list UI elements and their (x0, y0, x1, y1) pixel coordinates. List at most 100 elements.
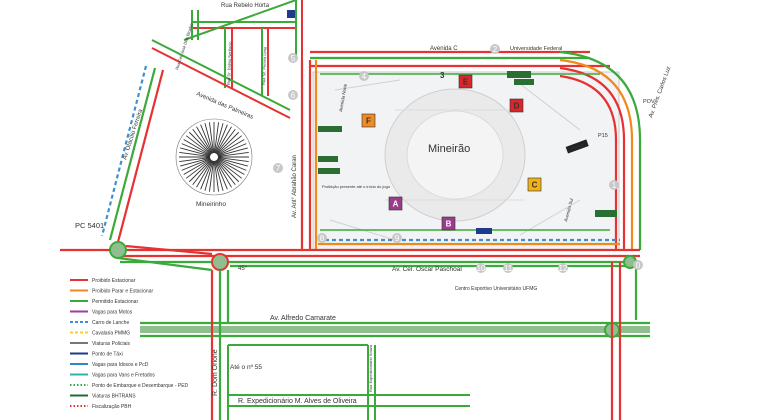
marker-0: 0 (633, 260, 643, 270)
r-dom-orione (210, 270, 230, 420)
av-pres-carlos-luz (559, 50, 642, 250)
legend-item: Vagas para Idosos e PcD (70, 362, 149, 368)
marker-4: 4 (359, 71, 369, 81)
label-av-antonio-abrahao-caram: Av. Ant° Abrahão Caran (292, 155, 298, 218)
mineirao-ring-lines (385, 109, 525, 201)
label-avenida-sul: Avenida Sul (563, 198, 574, 222)
marker-10: 10 (476, 263, 486, 273)
label-ate-55: Até o nº 55 (230, 364, 262, 371)
north-side-streets (151, 0, 303, 119)
legend-label: Fiscalização PBH (92, 404, 132, 410)
legend-label: Viaturas BHTRANS (92, 394, 136, 400)
svg-text:B: B (446, 220, 452, 229)
marker-7: 7 (273, 163, 283, 173)
right-lower-street (610, 262, 638, 420)
av-alfredo-camarate (140, 321, 650, 338)
zone-c: C (527, 177, 542, 192)
legend-item: Fiscalização PBH (70, 404, 132, 410)
label-av-pres-carlos-luz: Av. Pres. Carlos Luz (648, 66, 672, 119)
av-cel-oscar-paschoal (120, 238, 640, 268)
label-p15: P15 (598, 133, 608, 139)
legend-label: Ponto de Táxi (92, 352, 123, 358)
legend-item: Vagas para Motos (70, 310, 133, 316)
legend-item: Viaturas BHTRANS (70, 394, 136, 400)
svg-text:F: F (366, 117, 371, 126)
legend-item: Ponto de Táxi (70, 352, 123, 358)
service-icons (287, 10, 617, 234)
label-proibicao: Proibição presente até o início do jogo (322, 184, 391, 189)
svg-text:2: 2 (493, 45, 498, 54)
svg-text:4: 4 (362, 72, 367, 81)
legend-label: Carro de Lanche (92, 320, 129, 326)
label-small-street-d: Rua Expedicionário Souza (368, 344, 373, 392)
marker-8: 8 (317, 233, 327, 243)
legend-item: Viaturas Policiais (70, 341, 130, 347)
legend-label: Viaturas Policiais (92, 341, 130, 347)
svg-text:11: 11 (504, 264, 513, 273)
zone-e: E (458, 74, 473, 89)
left-approach-roads (60, 244, 213, 272)
zone-f: F (361, 113, 376, 128)
av-otacilio-ferreira (100, 65, 165, 243)
svg-text:1: 1 (612, 181, 617, 190)
marker-1: 1 (609, 180, 619, 190)
mineirinho-roof-rays (179, 122, 249, 192)
marker-3: 3 (440, 71, 445, 80)
center-roundabout (211, 253, 229, 271)
label-small-street-b: Rua Dr. Dalmo Nerêncio (226, 41, 233, 85)
legend-item: Proibido Parar e Estacionar (70, 289, 153, 295)
svg-text:C: C (532, 181, 538, 190)
svg-text:3: 3 (440, 71, 445, 80)
legend-label: Permitido Estacionar (92, 299, 138, 305)
legend-item: Vagas para Vans e Fretados (70, 373, 155, 379)
legend-item: Carro de Lanche (70, 320, 129, 326)
label-r-dom-orione: R. Dom Orione (212, 349, 219, 396)
marker-12: 12 (558, 263, 568, 273)
label-avenida-c: Avenida C (430, 46, 458, 52)
marker-9: 9 (392, 233, 402, 243)
marker-11: 11 (503, 263, 513, 273)
legend-item: Ponto de Embarque e Desembarque - PED (70, 383, 189, 389)
svg-text:8: 8 (320, 234, 325, 243)
legend-label: Vagas para Idosos e PcD (92, 362, 149, 368)
svg-text:6: 6 (291, 91, 296, 100)
marker-6: 6 (288, 90, 298, 100)
lower-streets (227, 344, 470, 420)
left-roundabout (109, 241, 127, 259)
legend-item: Permitido Estacionar (70, 299, 138, 305)
svg-text:10: 10 (477, 264, 486, 273)
svg-text:0: 0 (636, 261, 641, 270)
zone-b: B (441, 216, 456, 231)
legend-label: Vagas para Vans e Fretados (92, 373, 155, 379)
label-av-cel-oscar-paschoal: Av. Cel. Oscar Paschoal (392, 266, 462, 273)
svg-text:9: 9 (395, 234, 400, 243)
svg-text:D: D (514, 102, 520, 111)
label-mineirao: Mineirão (428, 143, 470, 155)
label-universidade-federal: Universidade Federal (510, 46, 562, 52)
legend-item: Proibido Estacionar (70, 278, 136, 284)
label-pov: POV (643, 99, 655, 105)
legend-label: Proibido Parar e Estacionar (92, 289, 153, 295)
label-cofrinho: Cofrinho (567, 142, 585, 153)
svg-text:5: 5 (291, 54, 296, 63)
svg-text:7: 7 (276, 164, 281, 173)
label-angle-45: 45° (238, 266, 248, 272)
alfredo-camarate-median (140, 326, 650, 333)
legend-item: Cavalaria PMMG (70, 331, 130, 337)
svg-text:A: A (393, 200, 399, 209)
label-pc-5401: PC 5401 (75, 221, 104, 230)
zone-a: A (388, 196, 403, 211)
legend-label: Proibido Estacionar (92, 278, 136, 284)
av-antonio-abrahao-caram (300, 60, 318, 250)
label-r-expedicionario: R. Expedicionário M. Alves de Oliveira (238, 398, 357, 405)
label-small-street-c: Rua Sit. Pereira Lima (261, 46, 267, 85)
marker-5: 5 (288, 53, 298, 63)
avenida-c (310, 50, 610, 68)
label-small-street-a: Rua Cel. José Dias Bicalho (174, 22, 194, 70)
esplanade-edges (329, 79, 581, 241)
legend-label: Ponto de Embarque e Desembarque - PED (92, 383, 189, 389)
label-mineirinho: Mineirinho (196, 201, 226, 208)
label-av-alfredo-camarate: Av. Alfredo Camarate (270, 315, 336, 322)
